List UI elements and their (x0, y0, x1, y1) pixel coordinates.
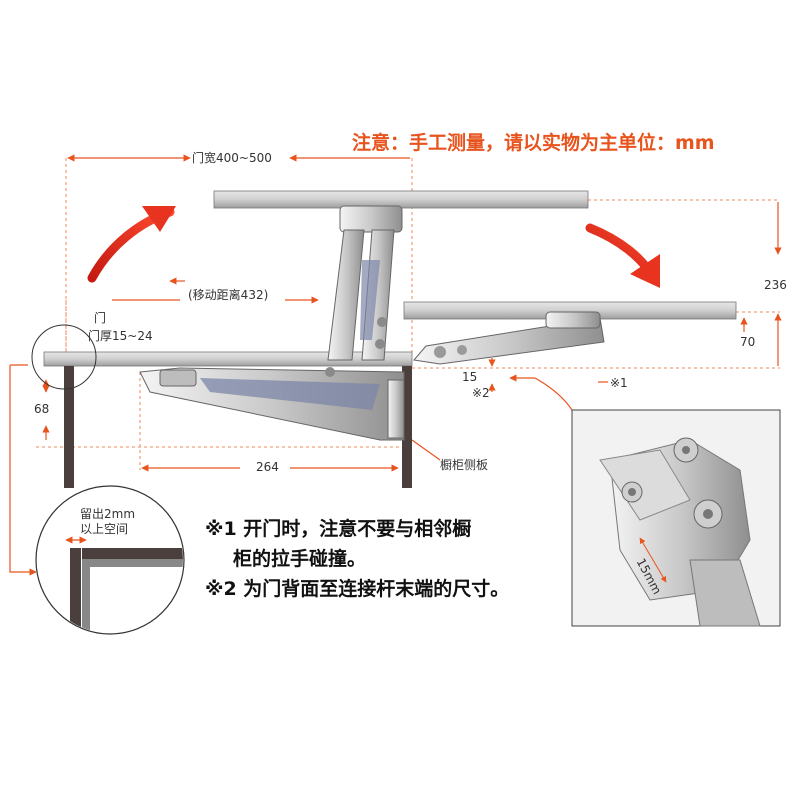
cabinet-side-label: 橱柜侧板 (440, 458, 489, 472)
clearance-label-1: 留出2mm (80, 507, 136, 521)
dim-236-label: 236 (764, 278, 787, 292)
cabinet-left-panel (64, 366, 74, 488)
hinge-mechanism-open (327, 205, 403, 361)
door-board-open (213, 190, 589, 209)
offset-15-label: 15 (462, 370, 478, 384)
clearance-label-2: 以上空间 (80, 522, 129, 536)
depth-264-label: 264 (256, 460, 279, 474)
hinge-closeup-photo (571, 409, 781, 627)
measure-note: 注意：手工测量，请以实物为主单位：mm (352, 132, 715, 154)
travel-label: (移动距离432) (188, 288, 269, 302)
clearance-detail (35, 485, 185, 635)
note-1-line-2: 柜的拉手碰撞。 (233, 548, 367, 570)
notes-block: ※1 开门时，注意不要与相邻橱 柜的拉手碰撞。 ※2 为门背面至连接杆末端的尺寸… (205, 514, 509, 604)
note-1-line-1: ※1 开门时，注意不要与相邻橱 (205, 518, 472, 540)
note-2: ※2 为门背面至连接杆末端的尺寸。 (205, 578, 510, 600)
hinge-mechanism-closed (139, 367, 405, 441)
mark-2-label: ※2 (472, 386, 490, 400)
hinge-mechanism-middle (413, 311, 605, 365)
dim-70-label: 70 (740, 335, 756, 349)
door-thickness-label: 门厚15~24 (88, 329, 153, 343)
guide-lines (36, 158, 780, 470)
cabinet-side-panel (402, 366, 412, 488)
dimension-arrows (9, 154, 782, 576)
mark-1-label: ※1 (610, 376, 628, 390)
door-width-label: 门宽400~500 (192, 151, 272, 165)
height-68-label: 68 (34, 402, 50, 416)
door-board-closed (43, 351, 413, 367)
door-thickness-callout (31, 324, 97, 390)
door-label: 门 (94, 311, 107, 325)
